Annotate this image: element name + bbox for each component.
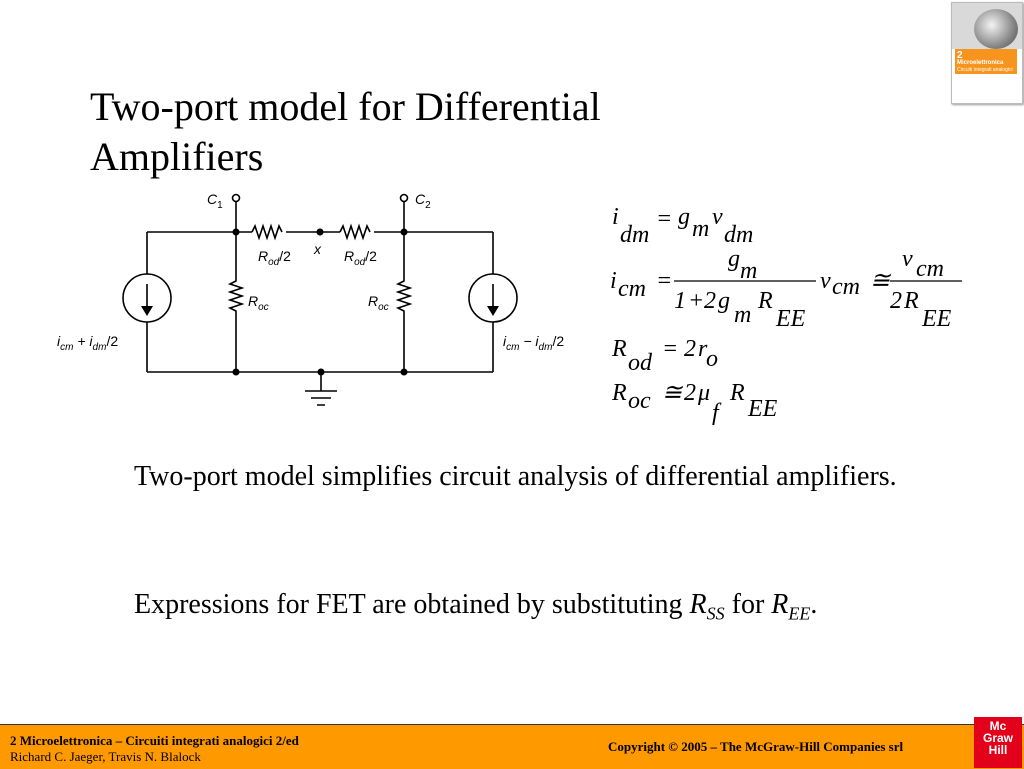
svg-text:R: R: [611, 380, 627, 406]
node-x: [316, 228, 324, 236]
svg-text:μ: μ: [697, 380, 710, 406]
footer-copyright: Copyright © 2005 – The McGraw-Hill Compa…: [608, 739, 904, 754]
footer-book-title: 2 Microelettronica – Circuiti integrati …: [10, 733, 299, 748]
svg-text:i: i: [610, 268, 617, 294]
svg-text:2: 2: [684, 336, 696, 362]
svg-text:R: R: [611, 336, 627, 362]
book-cover-thumbnail: 2 Microelettronica Circuiti integrati an…: [951, 2, 1023, 104]
svg-text:+: +: [688, 288, 704, 314]
svg-text:o: o: [706, 346, 718, 372]
footer-bar: 2 Microelettronica – Circuiti integrati …: [0, 724, 1024, 769]
label-c2: C2: [415, 191, 431, 211]
svg-text:=: =: [656, 268, 672, 294]
svg-text:R: R: [903, 288, 919, 314]
two-port-circuit-diagram: C1 C2 Rod/2 x Rod/2 Roc Roc icm + idm/2 …: [57, 191, 564, 406]
ground-symbol: [305, 390, 337, 406]
current-source-right: [468, 273, 518, 323]
book-cover-number: 2: [957, 50, 963, 61]
slide-title-line2: Amplifiers: [90, 134, 264, 179]
mcgraw-hill-logo: Mc Graw Hill: [974, 717, 1022, 768]
label-rod-left: Rod/2: [258, 248, 291, 268]
svg-text:R: R: [757, 288, 773, 314]
formula-block: i dm = g m v dm i cm = g m 1 + 2 g m R E…: [610, 204, 962, 426]
svg-text:=: =: [656, 206, 672, 232]
node-bottom-right: [400, 368, 408, 376]
svg-text:cm: cm: [618, 276, 646, 302]
svg-text:cm: cm: [832, 274, 860, 300]
footer-authors: Richard C. Jaeger, Travis N. Blalock: [10, 749, 201, 764]
formula-idm: i dm = g m v dm: [612, 204, 753, 248]
roc-right-resistor: [395, 232, 413, 372]
arrowhead-left: [141, 306, 153, 316]
svg-text:EE: EE: [747, 396, 778, 422]
current-source-left: [122, 273, 172, 323]
book-cover-title: Microelettronica: [957, 60, 1004, 66]
book-cover-disc: [974, 9, 1018, 49]
node-c1: [232, 228, 240, 236]
paragraph-two-port-model: Two-port model simplifies circuit analys…: [124, 460, 924, 494]
terminal-c2: [399, 193, 409, 203]
paragraph-fet-text: Expressions for FET are obtained by subs…: [134, 589, 690, 620]
label-roc-right: Roc: [368, 293, 389, 313]
svg-text:2: 2: [890, 288, 902, 314]
svg-text:od: od: [628, 350, 653, 376]
svg-text:r: r: [698, 336, 708, 362]
svg-text:2: 2: [684, 380, 696, 406]
svg-text:=: =: [662, 336, 678, 362]
svg-text:EE: EE: [921, 306, 952, 332]
node-bottom-left: [232, 368, 240, 376]
svg-text:m: m: [740, 258, 757, 284]
label-c1: C1: [207, 191, 223, 211]
formula-icm: i cm = g m 1 + 2 g m R EE v cm ≅ v cm 2 …: [610, 246, 962, 332]
paragraph-fet-expressions: Expressions for FET are obtained by subs…: [124, 588, 924, 631]
paragraph-fet-end: .: [810, 589, 818, 620]
node-c2: [400, 228, 408, 236]
svg-text:≅: ≅: [870, 268, 892, 294]
node-bottom-mid: [317, 368, 325, 376]
symbol-rss: RSS: [689, 589, 725, 624]
terminal-c1: [231, 193, 241, 203]
svg-text:f: f: [712, 400, 722, 426]
footer-book-info: 2 Microelettronica – Circuiti integrati …: [10, 733, 299, 765]
label-source-left: icm + idm/2: [57, 333, 118, 353]
label-roc-left: Roc: [248, 293, 269, 313]
paragraph-fet-for: for: [724, 589, 772, 620]
svg-text:v: v: [820, 268, 831, 294]
label-source-right: icm − idm/2: [503, 333, 564, 353]
paragraph-two-port-model-text: Two-port model simplifies circuit analys…: [134, 461, 897, 492]
svg-text:≅: ≅: [662, 380, 684, 406]
svg-text:g: g: [718, 288, 730, 314]
slide-title: Two-port model for Differential Amplifie…: [90, 82, 730, 182]
arrowhead-right: [487, 306, 499, 316]
svg-text:2: 2: [704, 288, 716, 314]
svg-text:dm: dm: [620, 222, 649, 248]
svg-text:g: g: [728, 246, 740, 272]
label-rod-right: Rod/2: [344, 248, 377, 268]
rod-right-resistor: [339, 223, 371, 241]
svg-text:oc: oc: [628, 388, 651, 414]
svg-text:dm: dm: [724, 222, 753, 248]
book-cover-band: [955, 49, 1017, 74]
slide-title-line1: Two-port model for Differential: [90, 84, 601, 129]
svg-text:1: 1: [674, 288, 686, 314]
symbol-ree: REE: [771, 589, 811, 624]
svg-text:m: m: [734, 302, 751, 328]
svg-text:R: R: [729, 380, 745, 406]
svg-text:i: i: [612, 204, 619, 230]
label-x-node: x: [313, 241, 322, 257]
rod-left-resistor: [251, 223, 283, 241]
svg-text:v: v: [712, 204, 723, 230]
svg-text:cm: cm: [916, 256, 944, 282]
svg-text:v: v: [902, 246, 913, 272]
roc-left-resistor: [227, 232, 245, 372]
formula-roc: R oc ≅ 2 μ f R EE: [611, 380, 778, 426]
book-cover-subtitle: Circuiti integrati analogici: [957, 67, 1013, 73]
formula-rod: R od = 2 r o: [611, 336, 718, 376]
svg-text:EE: EE: [775, 306, 806, 332]
svg-text:g: g: [678, 204, 690, 230]
svg-text:m: m: [692, 216, 709, 242]
